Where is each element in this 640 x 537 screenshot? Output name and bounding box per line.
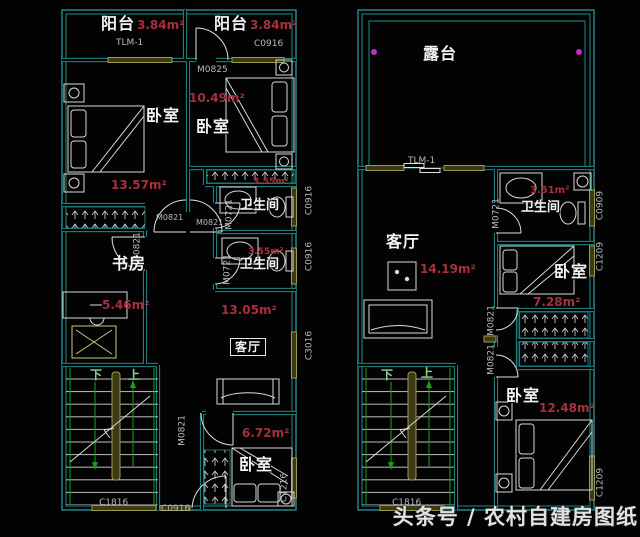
window-tag-c0916-entry: C0916 — [161, 504, 191, 514]
door-tag-m0721-upper: M0721 — [224, 199, 235, 230]
right-plan-wardrobes — [517, 311, 589, 367]
area-label-hall: 13.05m² — [221, 303, 277, 317]
left-plan-furniture — [62, 59, 295, 507]
area-label-study: 5.46m² — [102, 298, 150, 312]
stair-down-label-left: 下 — [90, 368, 103, 382]
stair-up-label-right: 上 — [421, 366, 434, 380]
left-plan-wardrobes — [65, 169, 295, 505]
stair-up-label-left: 上 — [128, 368, 141, 382]
window-tag-c3016: C3016 — [304, 330, 315, 361]
left-plan-stairs — [66, 368, 158, 505]
area-label-bathroom-right: 3.51m² — [530, 185, 570, 196]
area-label-bedroom-bottom: 6.72m² — [242, 426, 290, 440]
window-tag-c0916-side-lower: C0916 — [304, 241, 315, 272]
area-label-living-right: 14.19m² — [420, 262, 476, 276]
window-tag-c1816-left: C1816 — [99, 498, 129, 508]
terrace-drain-dot — [371, 49, 377, 55]
door-tag-m0821-bedroom2: M0821 — [196, 218, 224, 227]
stair-down-label-right: 下 — [381, 368, 394, 382]
door-tag-m0821-hall: M0821 — [177, 415, 188, 446]
window-tag-c0909: C0909 — [595, 190, 606, 221]
area-label-bathroom-upper: 3.55m² — [253, 177, 289, 187]
room-label-balcony-right: 阳台 — [214, 14, 249, 33]
area-label-balcony-left: 3.84m² — [137, 18, 185, 32]
room-label-bedroom-top-right: 卧室 — [196, 117, 231, 136]
room-label-bedroom-bottom-right: 卧室 — [506, 386, 541, 405]
right-plan-furniture — [363, 172, 593, 493]
room-label-study: 书房 — [112, 254, 147, 273]
living-room-stamp: 客厅 — [230, 338, 267, 356]
watermark-text: 头条号 / 农村自建房图纸 — [392, 505, 638, 529]
area-label-balcony-right: 3.84m² — [250, 18, 298, 32]
window-tag-c1816-right: C1816 — [392, 498, 422, 508]
room-label-living-right: 客厅 — [386, 232, 421, 251]
room-label-bathroom-lower: 卫生间 — [240, 257, 280, 272]
door-tag-tlm1-right: TLM-1 — [408, 156, 436, 166]
door-tag-m0825: M0825 — [197, 65, 228, 75]
door-tag-tlm1-left: TLM-1 — [116, 38, 144, 48]
window-tag-c0916-side-upper: C0916 — [304, 185, 315, 216]
room-label-terrace: 露台 — [423, 44, 458, 63]
room-label-bathroom-right: 卫生间 — [521, 200, 561, 215]
room-label-balcony-left: 阳台 — [101, 14, 136, 33]
left-plan — [61, 9, 297, 511]
room-label-bedroom-mid: 卧室 — [554, 262, 589, 281]
terrace-sliding-door — [403, 163, 441, 173]
right-plan-stairs — [362, 368, 454, 505]
window-tag-c1209-mid: C1209 — [595, 241, 606, 272]
room-label-bedroom-bottom: 卧室 — [239, 455, 274, 474]
door-tag-m0821-bedroom1: M0821 — [156, 213, 184, 222]
door-tag-m0721-lower: M0721 — [222, 254, 233, 285]
right-plan-doors — [495, 207, 522, 378]
door-tag-m0821-right-lower: M0821 — [486, 344, 497, 375]
window-tag-c1216: C1216 — [279, 472, 290, 503]
area-label-bedroom-mid: 7.28m² — [533, 295, 581, 309]
door-tag-m0821-right-upper: M0821 — [486, 305, 497, 336]
area-label-bedroom-top-left: 13.57m² — [111, 178, 167, 192]
room-label-bathroom-upper: 卫生间 — [240, 198, 280, 213]
window-tag-c1209-bottom: C1209 — [595, 467, 606, 498]
terrace-drain-dot — [576, 49, 582, 55]
area-label-bedroom-top-right: 10.49m² — [189, 91, 245, 105]
window-tag-c0916-balcony: C0916 — [254, 39, 284, 49]
terrace-parapet — [368, 20, 586, 169]
right-plan — [357, 9, 595, 511]
area-label-bathroom-lower: 3.55m² — [248, 247, 284, 257]
room-label-bedroom-top-left: 卧室 — [146, 106, 181, 125]
door-tag-m0721-right: M0721 — [491, 198, 502, 229]
area-label-bedroom-bottom-right: 12.48m² — [539, 401, 595, 415]
